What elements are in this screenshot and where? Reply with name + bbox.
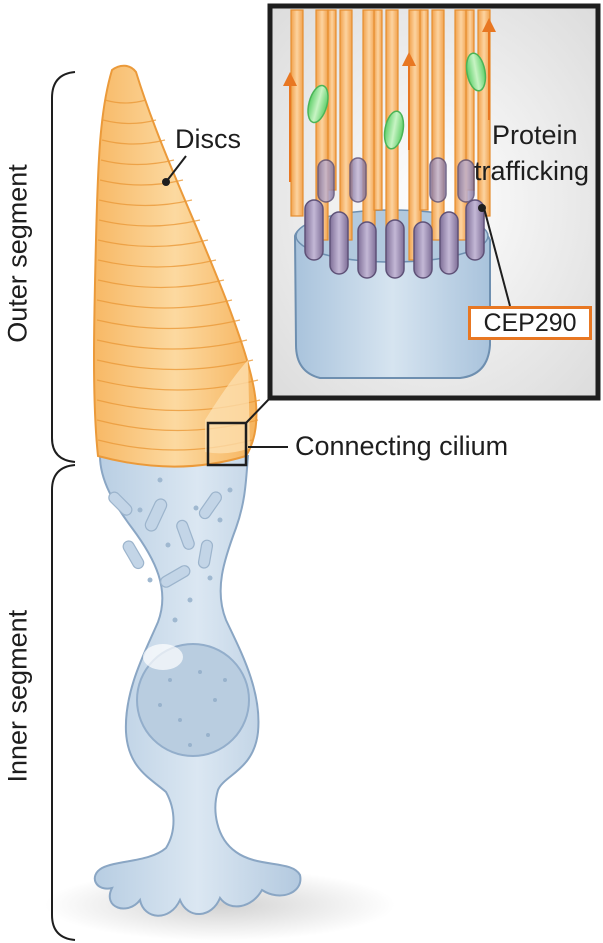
protein-trafficking-label-line2: trafficking [474,158,589,185]
outer-segment-bracket [52,72,75,462]
connecting-cilium-label: Connecting cilium [295,433,508,460]
outer-segment-label: Outer segment [5,164,32,344]
discs-label: Discs [175,126,241,153]
discs-leader-dot [162,178,170,186]
protein-trafficking-label-line1: Protein [492,122,578,149]
cep290-label: CEP290 [468,306,592,340]
inner-segment-body [95,452,301,916]
cep290-leader-dot [478,204,486,212]
inner-segment-label: Inner segment [5,615,32,783]
inner-segment-bracket [52,465,75,940]
